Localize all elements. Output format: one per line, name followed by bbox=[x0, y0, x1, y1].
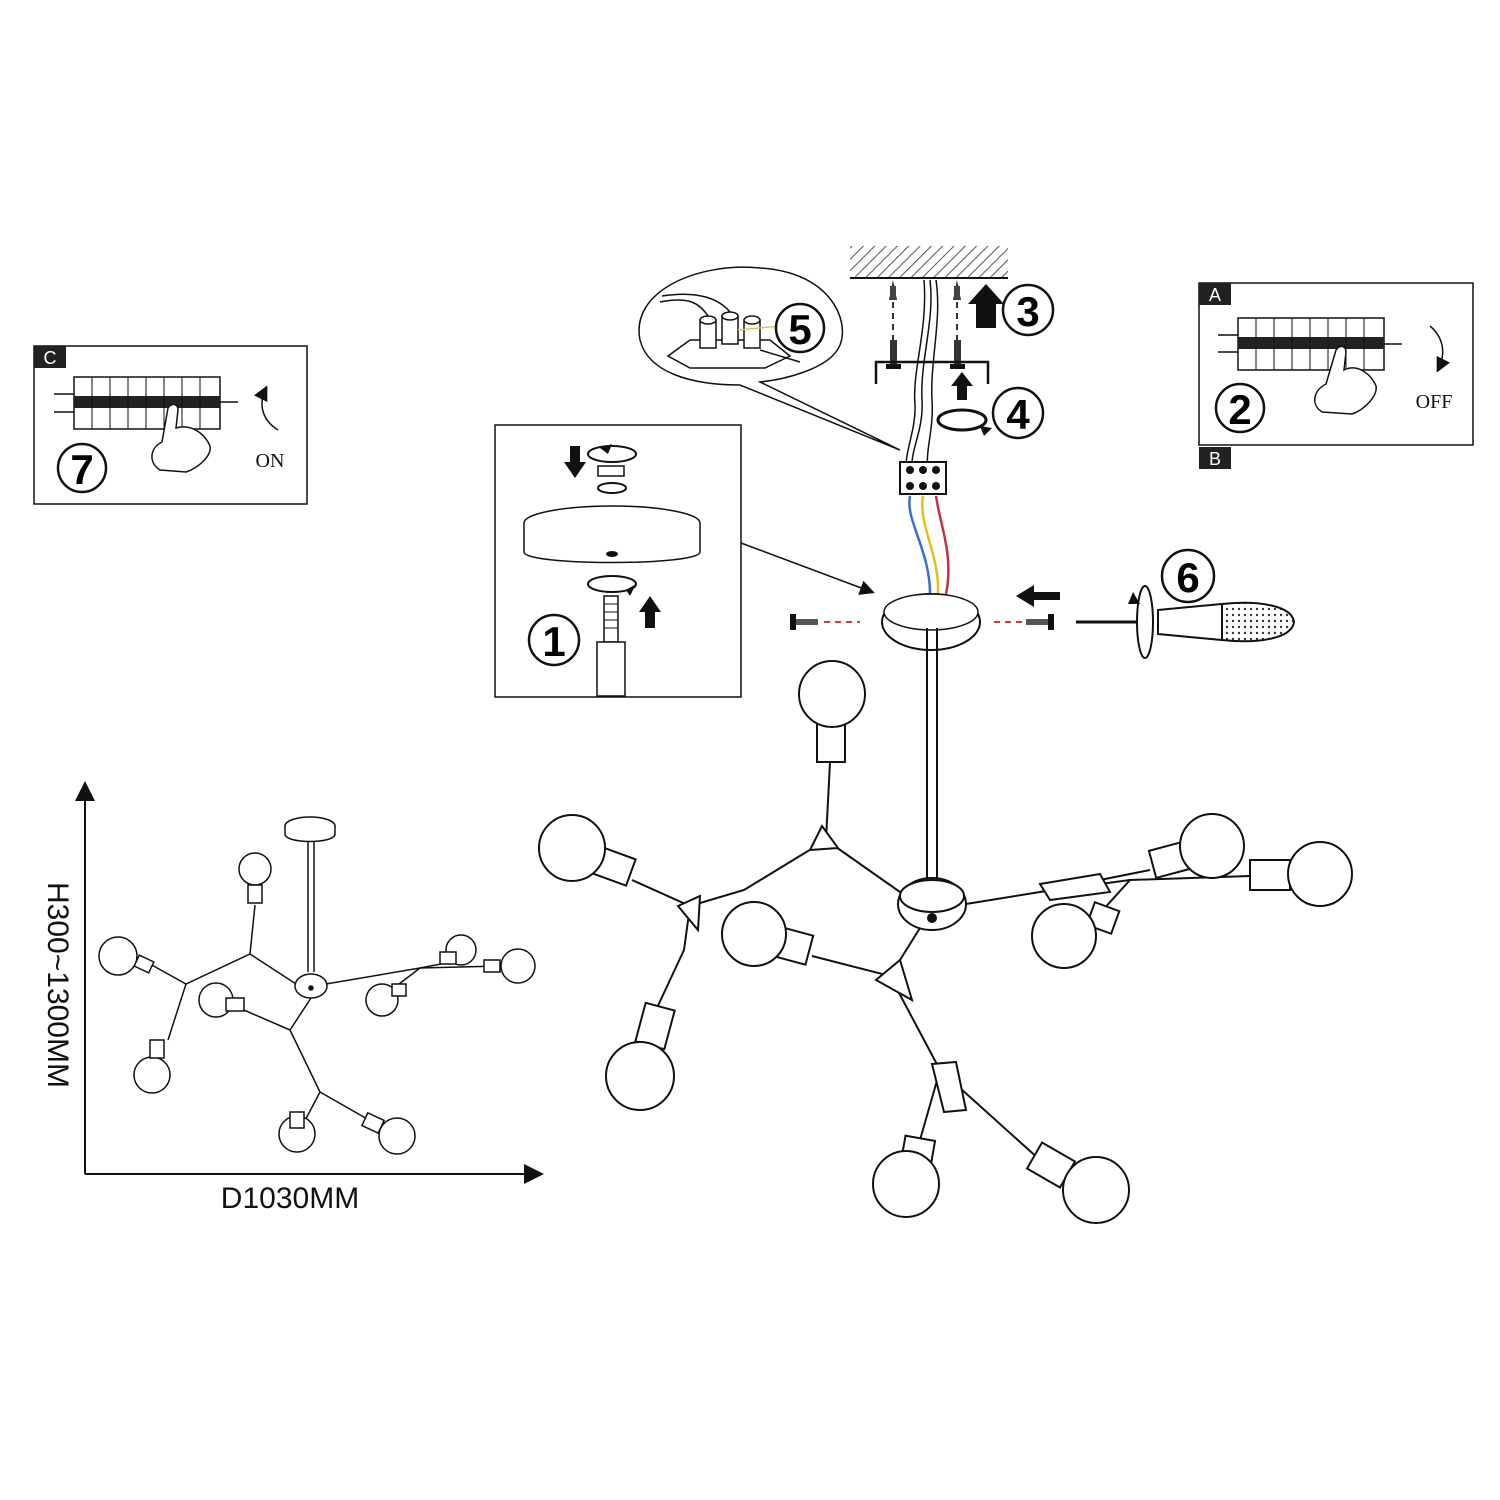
off-label: OFF bbox=[1416, 391, 1453, 413]
hand-icon bbox=[151, 403, 211, 473]
chandelier-small-icon bbox=[98, 816, 536, 1155]
hand-icon bbox=[1314, 345, 1377, 415]
wire-blue bbox=[908, 495, 932, 595]
terminal-block-icon bbox=[659, 293, 801, 369]
dimension-drawing: H300~1300MM D1030MM bbox=[41, 781, 544, 1215]
height-dimension-label: H300~1300MM bbox=[41, 882, 74, 1088]
on-label: ON bbox=[256, 450, 285, 472]
pointer-line bbox=[740, 542, 875, 595]
ceiling-hatch-icon bbox=[850, 246, 1008, 278]
circuit-breaker-icon bbox=[1218, 317, 1402, 371]
screw-icon bbox=[1026, 614, 1054, 630]
wire-yellow bbox=[921, 495, 940, 595]
rotate-icon bbox=[936, 408, 992, 436]
step-3-number: 3 bbox=[1016, 288, 1039, 335]
rotate-icon bbox=[587, 575, 637, 596]
step-5-number: 5 bbox=[788, 306, 811, 353]
terminal-block-icon bbox=[899, 461, 947, 495]
screwdriver-icon bbox=[1076, 585, 1296, 659]
step-4-group: 4 bbox=[936, 372, 1045, 440]
step-1-panel: 1 bbox=[494, 424, 742, 698]
panel-tag-c: C bbox=[44, 348, 57, 368]
wall-anchor-icon bbox=[889, 280, 961, 300]
ceiling-mount-group: 3 bbox=[850, 246, 1055, 471]
step-6-number: 6 bbox=[1176, 554, 1199, 601]
panel-tag-a: A bbox=[1209, 285, 1221, 305]
arrow-down-icon bbox=[564, 446, 586, 478]
step-7-panel: C ON 7 bbox=[33, 345, 308, 505]
rotate-icon bbox=[587, 444, 637, 463]
nut-icon bbox=[597, 465, 625, 477]
step-4-number: 4 bbox=[1006, 391, 1030, 438]
canopy-group: 6 bbox=[790, 548, 1296, 659]
diameter-dimension-label: D1030MM bbox=[221, 1182, 359, 1215]
step-2-panel: A B OFF 2 bbox=[1198, 282, 1474, 469]
arrow-curve-down-icon bbox=[1429, 325, 1451, 373]
mounting-bracket bbox=[874, 360, 990, 384]
step-5-group: 5 bbox=[638, 266, 901, 451]
circuit-breaker-icon bbox=[54, 376, 238, 430]
panel-tag-b: B bbox=[1209, 449, 1221, 469]
chandelier-assembled bbox=[538, 628, 1353, 1224]
arrow-up-icon bbox=[968, 284, 1004, 328]
step-1-number: 1 bbox=[542, 618, 565, 665]
wire-red bbox=[934, 495, 950, 595]
arrow-up-icon bbox=[951, 372, 973, 400]
arrow-up-icon bbox=[639, 596, 661, 628]
washer-icon bbox=[597, 482, 627, 494]
screw-icon bbox=[886, 340, 965, 369]
wiring-group bbox=[899, 461, 950, 595]
step-7-number: 7 bbox=[70, 446, 93, 493]
threaded-rod-icon bbox=[603, 595, 619, 643]
step-2-number: 2 bbox=[1228, 386, 1251, 433]
arrow-curve-up-icon bbox=[253, 385, 279, 431]
screw-icon bbox=[790, 614, 818, 630]
arrow-left-icon bbox=[1016, 585, 1060, 607]
